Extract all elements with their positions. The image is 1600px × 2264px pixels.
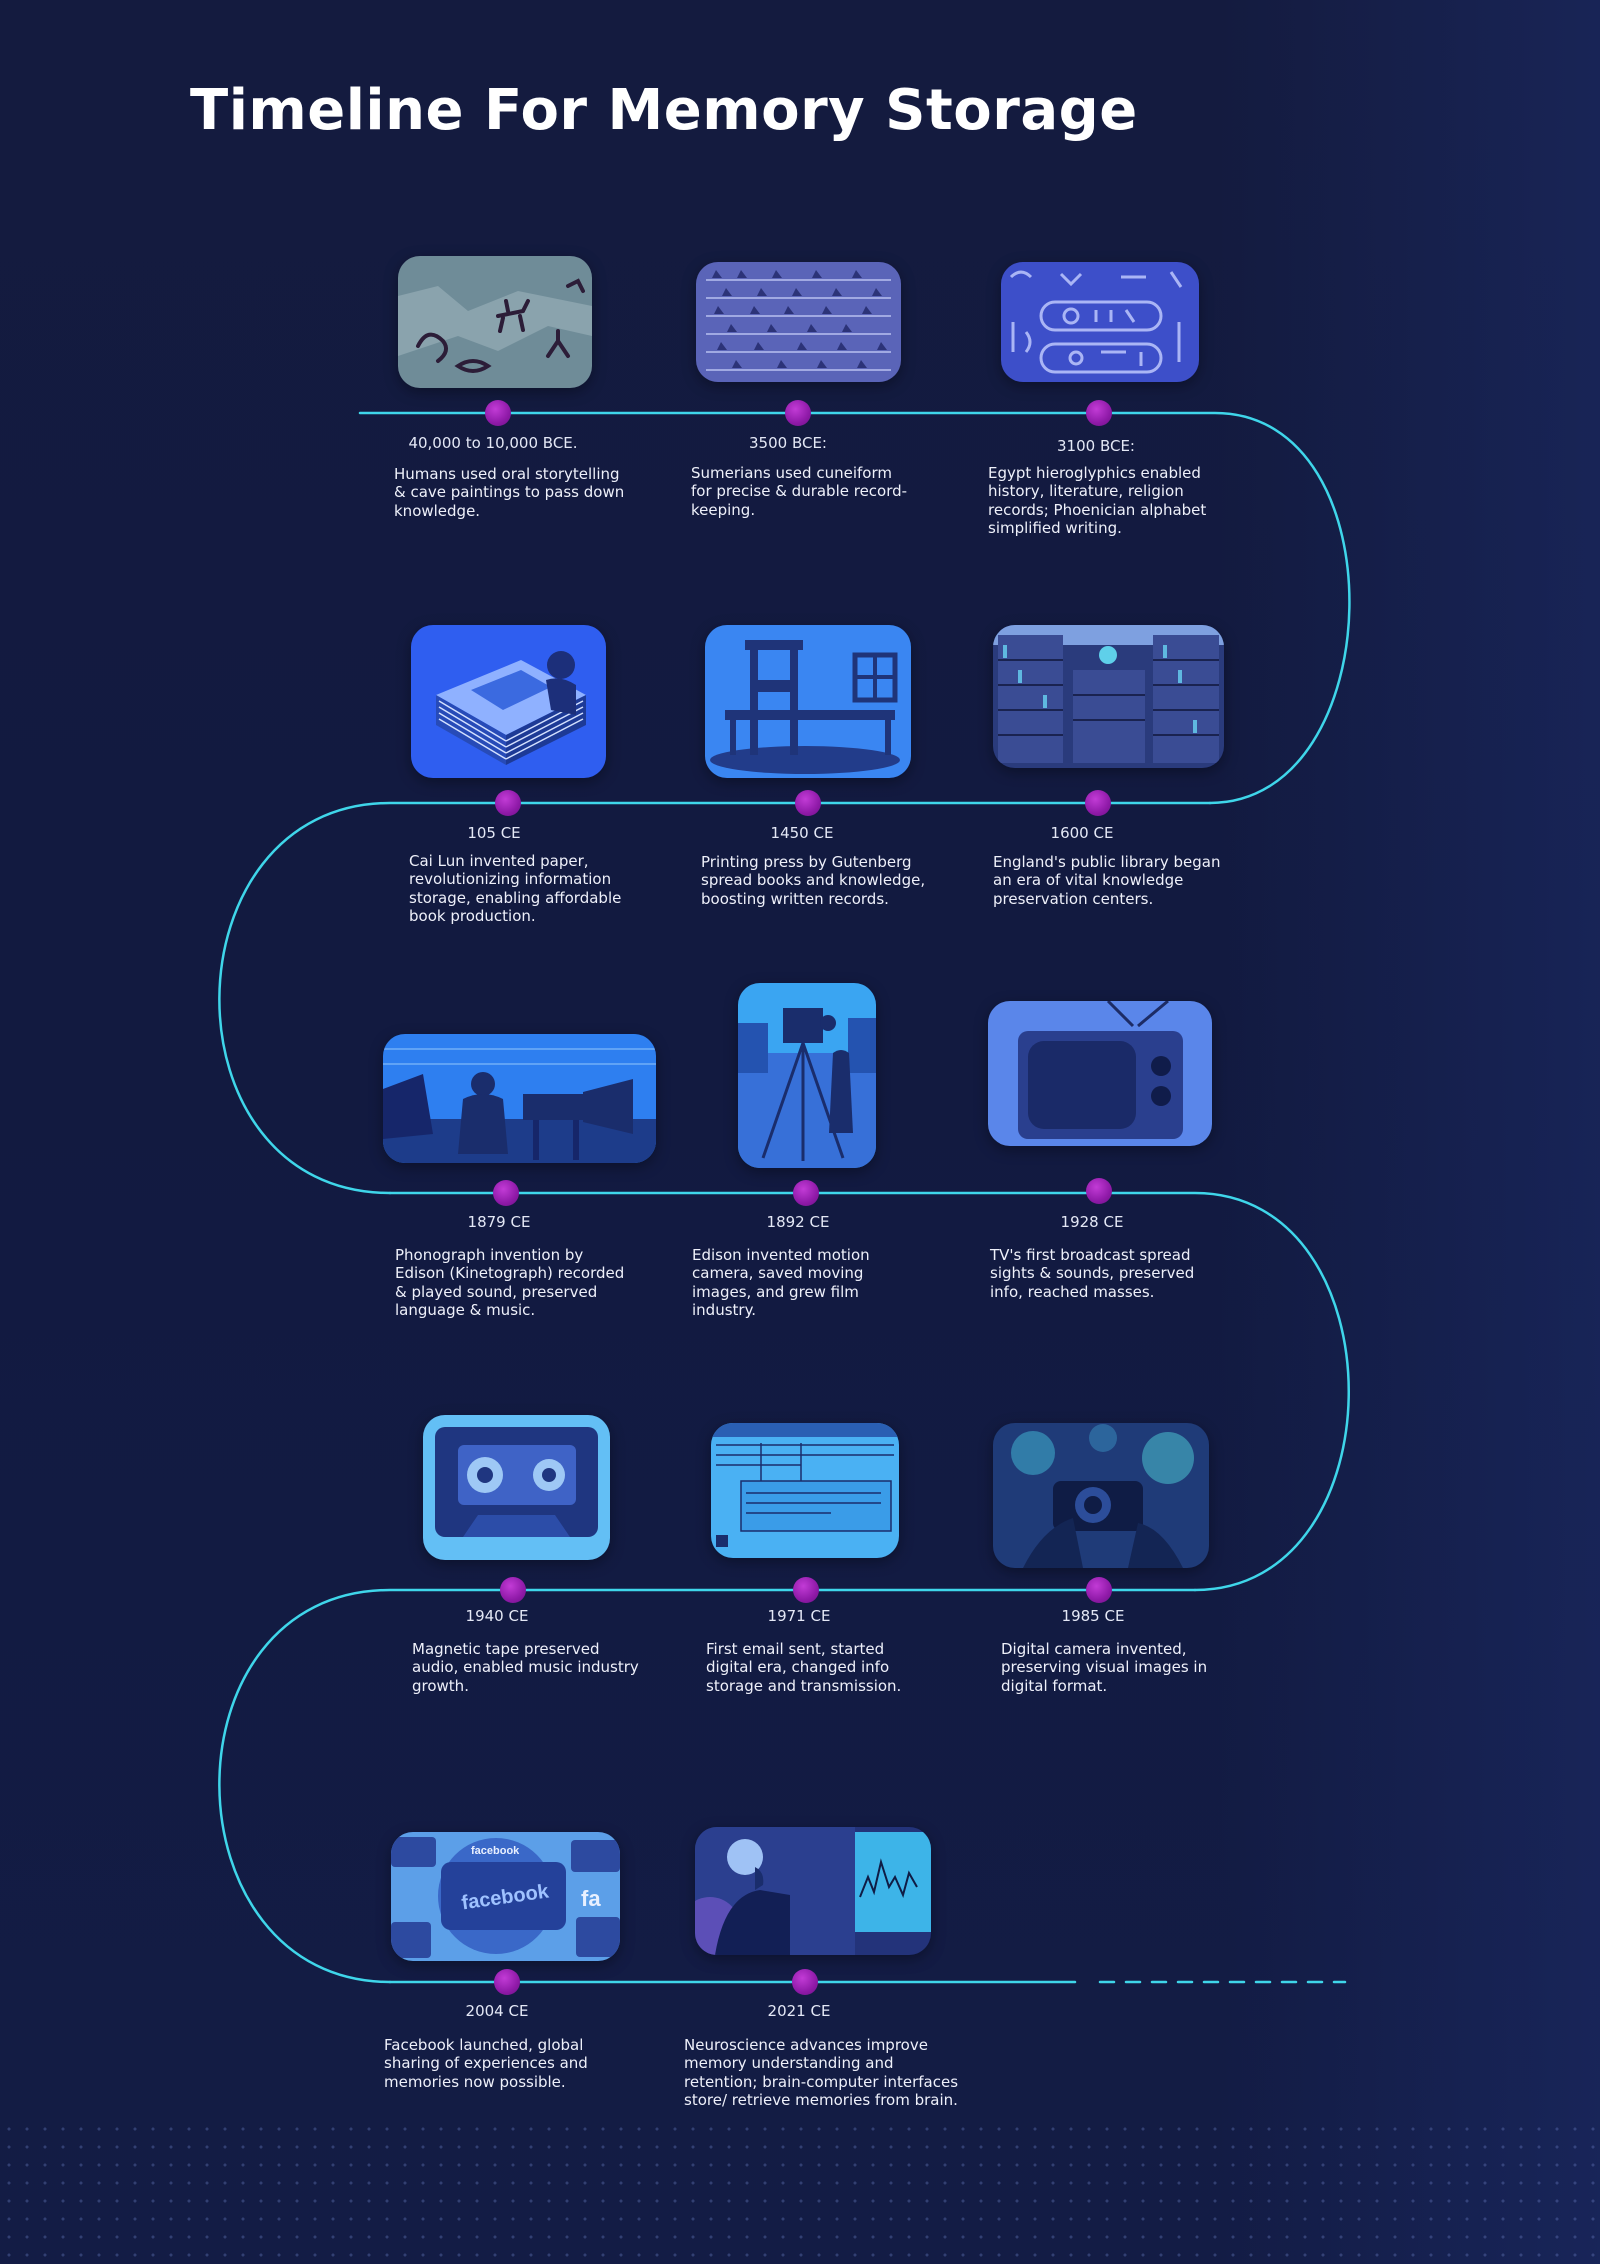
timeline-node-10 <box>500 1577 526 1603</box>
event-date: 1971 CE <box>767 1607 831 1625</box>
dot-pattern <box>0 2120 1600 2264</box>
cave-painting-image <box>398 256 592 388</box>
track-row-3 <box>388 1191 1350 1592</box>
event-description: Neuroscience advances improve memory und… <box>684 2036 959 2109</box>
track-row-4 <box>218 1588 1197 1984</box>
event-description: Magnetic tape preserved audio, enabled m… <box>412 1640 639 1695</box>
library-shelves-image <box>993 625 1224 768</box>
phonograph-image <box>383 1034 656 1163</box>
facebook-small-text: facebook <box>471 1845 520 1857</box>
event-description: Cai Lun invented paper, revolutionizing … <box>409 852 622 925</box>
event-date: 1928 CE <box>1060 1213 1124 1231</box>
timeline-node-2 <box>785 400 811 426</box>
event-date: 1940 CE <box>465 1607 529 1625</box>
cassette-tape-image <box>423 1415 610 1560</box>
event-date: 105 CE <box>467 824 521 842</box>
timeline-node-13 <box>494 1969 520 1995</box>
timeline-node-3 <box>1086 400 1112 426</box>
event-description: Digital camera invented, preserving visu… <box>1001 1640 1208 1695</box>
event-date: 2021 CE <box>767 2002 831 2020</box>
event-date: 1600 CE <box>1050 824 1114 842</box>
event-description: Edison invented motion camera, saved mov… <box>692 1246 870 1319</box>
television-image <box>988 1001 1212 1146</box>
timeline-node-14 <box>792 1969 818 1995</box>
event-date: 1985 CE <box>1061 1607 1125 1625</box>
motion-camera-image <box>738 983 876 1168</box>
brain-interface-image <box>695 1827 931 1955</box>
track-row-2 <box>218 801 1212 1195</box>
timeline-node-11 <box>793 1577 819 1603</box>
timeline-node-4 <box>495 790 521 816</box>
event-date: 1892 CE <box>766 1213 830 1231</box>
event-description: Printing press by Gutenberg spread books… <box>701 853 926 908</box>
email-screen-image <box>711 1423 899 1558</box>
paper-stack-image <box>411 625 606 778</box>
printing-press-image <box>705 625 911 778</box>
timeline-node-12 <box>1086 1577 1112 1603</box>
event-description: First email sent, started digital era, c… <box>706 1640 902 1695</box>
hieroglyphics-image <box>1001 262 1199 382</box>
event-description: Humans used oral storytelling & cave pai… <box>394 465 625 520</box>
facebook-letters-text: fa <box>581 1886 601 1911</box>
timeline-node-6 <box>1085 790 1111 816</box>
facebook-image: facebook facebook fa <box>391 1832 620 1961</box>
event-date: 2004 CE <box>465 2002 529 2020</box>
event-date: 1879 CE <box>467 1213 531 1231</box>
event-description: Phonograph invention by Edison (Kinetogr… <box>395 1246 625 1319</box>
event-date: 40,000 to 10,000 BCE. <box>408 434 578 452</box>
event-date: 3500 BCE: <box>749 434 827 452</box>
cuneiform-tablet-image <box>696 262 901 382</box>
event-date: 3100 BCE: <box>1057 437 1135 455</box>
timeline-node-1 <box>485 400 511 426</box>
page-title: Timeline For Memory Storage <box>190 78 1138 143</box>
timeline-node-7 <box>493 1180 519 1206</box>
timeline-node-8 <box>793 1180 819 1206</box>
timeline-node-9 <box>1086 1178 1112 1204</box>
event-date: 1450 CE <box>770 824 834 842</box>
event-description: England's public library began an era of… <box>993 853 1221 908</box>
event-description: TV's first broadcast spread sights & sou… <box>990 1246 1195 1301</box>
timeline-node-5 <box>795 790 821 816</box>
event-description: Egypt hieroglyphics enabled history, lit… <box>988 464 1207 537</box>
event-description: Facebook launched, global sharing of exp… <box>384 2036 588 2091</box>
track-row-1 <box>358 411 1351 805</box>
event-description: Sumerians used cuneiform for precise & d… <box>691 464 908 519</box>
digital-camera-image <box>993 1423 1209 1568</box>
